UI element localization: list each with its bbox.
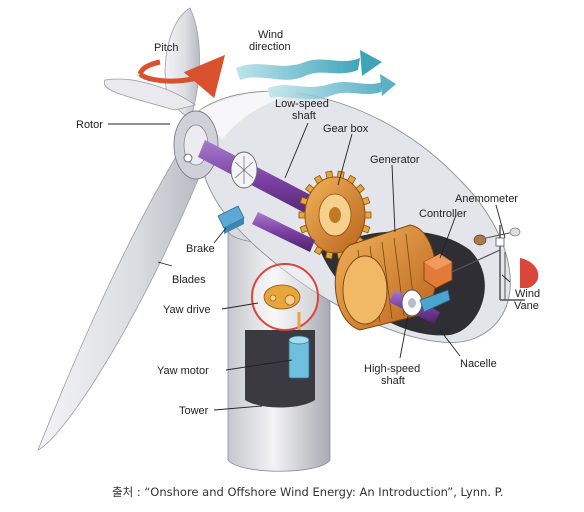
label-brake: Brake: [186, 243, 215, 255]
yaw-motor[interactable]: [288, 312, 310, 379]
gear-tooth: [361, 224, 371, 234]
gear-tooth: [364, 211, 372, 219]
label-anemometer: Anemometer: [455, 193, 518, 205]
gear-tooth: [361, 196, 371, 206]
label-generator: Generator: [370, 154, 420, 166]
pitch-arrow: [137, 54, 226, 99]
gear-tooth: [299, 196, 309, 206]
gear-tooth: [355, 183, 366, 194]
label-pitch: Pitch: [154, 42, 178, 54]
label-wind-vane-1: Wind: [515, 288, 540, 300]
label-yaw-motor: Yaw motor: [157, 365, 209, 377]
label-low-speed-shaft-1: Low-speed: [275, 98, 329, 110]
bearing-spokes: [234, 156, 254, 184]
leader-lines: [108, 122, 511, 411]
controller[interactable]: [423, 249, 501, 289]
gear-tooth: [313, 245, 324, 256]
gear-tooth: [298, 211, 306, 219]
gear-tooth: [325, 170, 334, 179]
labels: Pitch Wind direction Rotor Low-speed sha…: [76, 29, 540, 417]
label-low-speed-shaft-2: shaft: [292, 110, 316, 122]
gear-shaft: [252, 212, 315, 252]
label-gear-box: Gear box: [323, 123, 369, 135]
anemometer[interactable]: [473, 225, 521, 300]
gear-tooth: [325, 251, 334, 260]
label-nacelle: Nacelle: [460, 358, 497, 370]
gear-tooth: [313, 174, 324, 185]
label-high-speed-shaft-1: High-speed: [364, 363, 420, 375]
gear-tooth: [299, 224, 309, 234]
label-rotor: Rotor: [76, 119, 103, 131]
label-yaw-drive: Yaw drive: [163, 304, 210, 316]
label-controller: Controller: [419, 208, 467, 220]
gear-tooth: [346, 174, 357, 185]
brake[interactable]: [217, 205, 245, 234]
gear-tooth: [304, 183, 315, 194]
label-high-speed-shaft-2: shaft: [381, 375, 405, 387]
label-wind-direction-2: direction: [249, 41, 291, 53]
wind-vane[interactable]: [500, 252, 539, 301]
label-wind-direction-1: Wind: [258, 29, 283, 41]
label-tower: Tower: [179, 405, 209, 417]
yaw-drive[interactable]: [251, 263, 319, 331]
blades: [37, 7, 201, 451]
label-blades: Blades: [172, 274, 206, 286]
wind-direction-arrows: [236, 50, 396, 100]
gear-box[interactable]: [298, 170, 372, 260]
label-wind-vane-2: Vane: [514, 300, 539, 312]
high-speed-shaft[interactable]: [389, 289, 451, 324]
low-speed-shaft[interactable]: [198, 140, 330, 222]
source-caption: 출처 : “Onshore and Offshore Wind Energy: …: [112, 485, 503, 499]
